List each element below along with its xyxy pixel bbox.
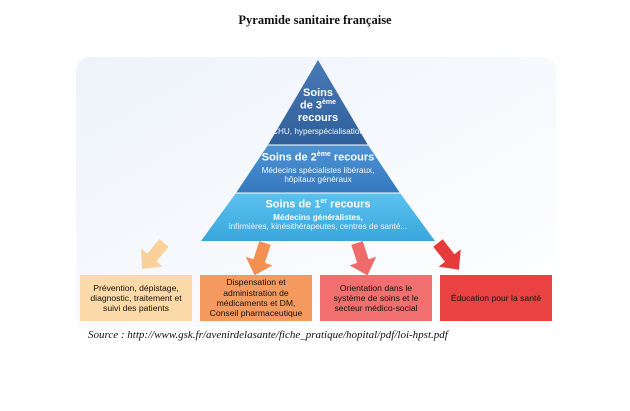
tier2-detail-1: Médecins spécialistes libéraux, — [261, 165, 375, 175]
box-dispensation: Dispensation et administration de médica… — [200, 275, 312, 321]
box-prevention: Prévention, dépistage, diagnostic, trait… — [80, 275, 192, 321]
tier1-detail: infirmières, kinésithérapeutes, centres … — [228, 222, 408, 232]
tier3-line3: recours — [297, 112, 339, 125]
tier1-text: Soins de 1er recours Médecins généralist… — [203, 198, 433, 231]
arrow-1 — [141, 239, 169, 270]
tier2-detail-2: hôpitaux généraux — [284, 175, 352, 185]
pyramid-tier-2 — [236, 145, 400, 193]
pyramid-tier-3 — [268, 60, 368, 145]
tier1-title: Soins de 1er recours — [265, 198, 371, 211]
box-education: Éducation pour la santé — [440, 275, 552, 321]
tier3-detail: CHU, hyperspécialisation — [272, 126, 364, 136]
tier3-line1: Soins — [303, 87, 333, 99]
tier1-detail-strong: Médecins généralistes, — [273, 212, 363, 222]
pyramid-graphic — [76, 57, 556, 327]
box-orientation: Orientation dans le système de soins et … — [320, 275, 432, 321]
pyramid-tier-1 — [201, 193, 435, 241]
tier3-line2: de 3ème — [299, 99, 337, 112]
tier3-text: Soins de 3ème recours CHU, hyperspéciali… — [258, 87, 378, 136]
arrow-2 — [245, 241, 273, 276]
tier2-title: Soins de 2ème recours — [261, 151, 375, 164]
tier2-text: Soins de 2ème recours Médecins spécialis… — [238, 151, 398, 184]
pyramid-figure: Soins de 3ème recours CHU, hyperspéciali… — [76, 57, 556, 327]
page-title: Pyramide sanitaire française — [238, 13, 392, 27]
arrow-3 — [349, 241, 377, 276]
source-caption: Source : http://www.gsk.fr/avenirdelasan… — [88, 329, 448, 341]
arrow-4 — [433, 239, 461, 270]
